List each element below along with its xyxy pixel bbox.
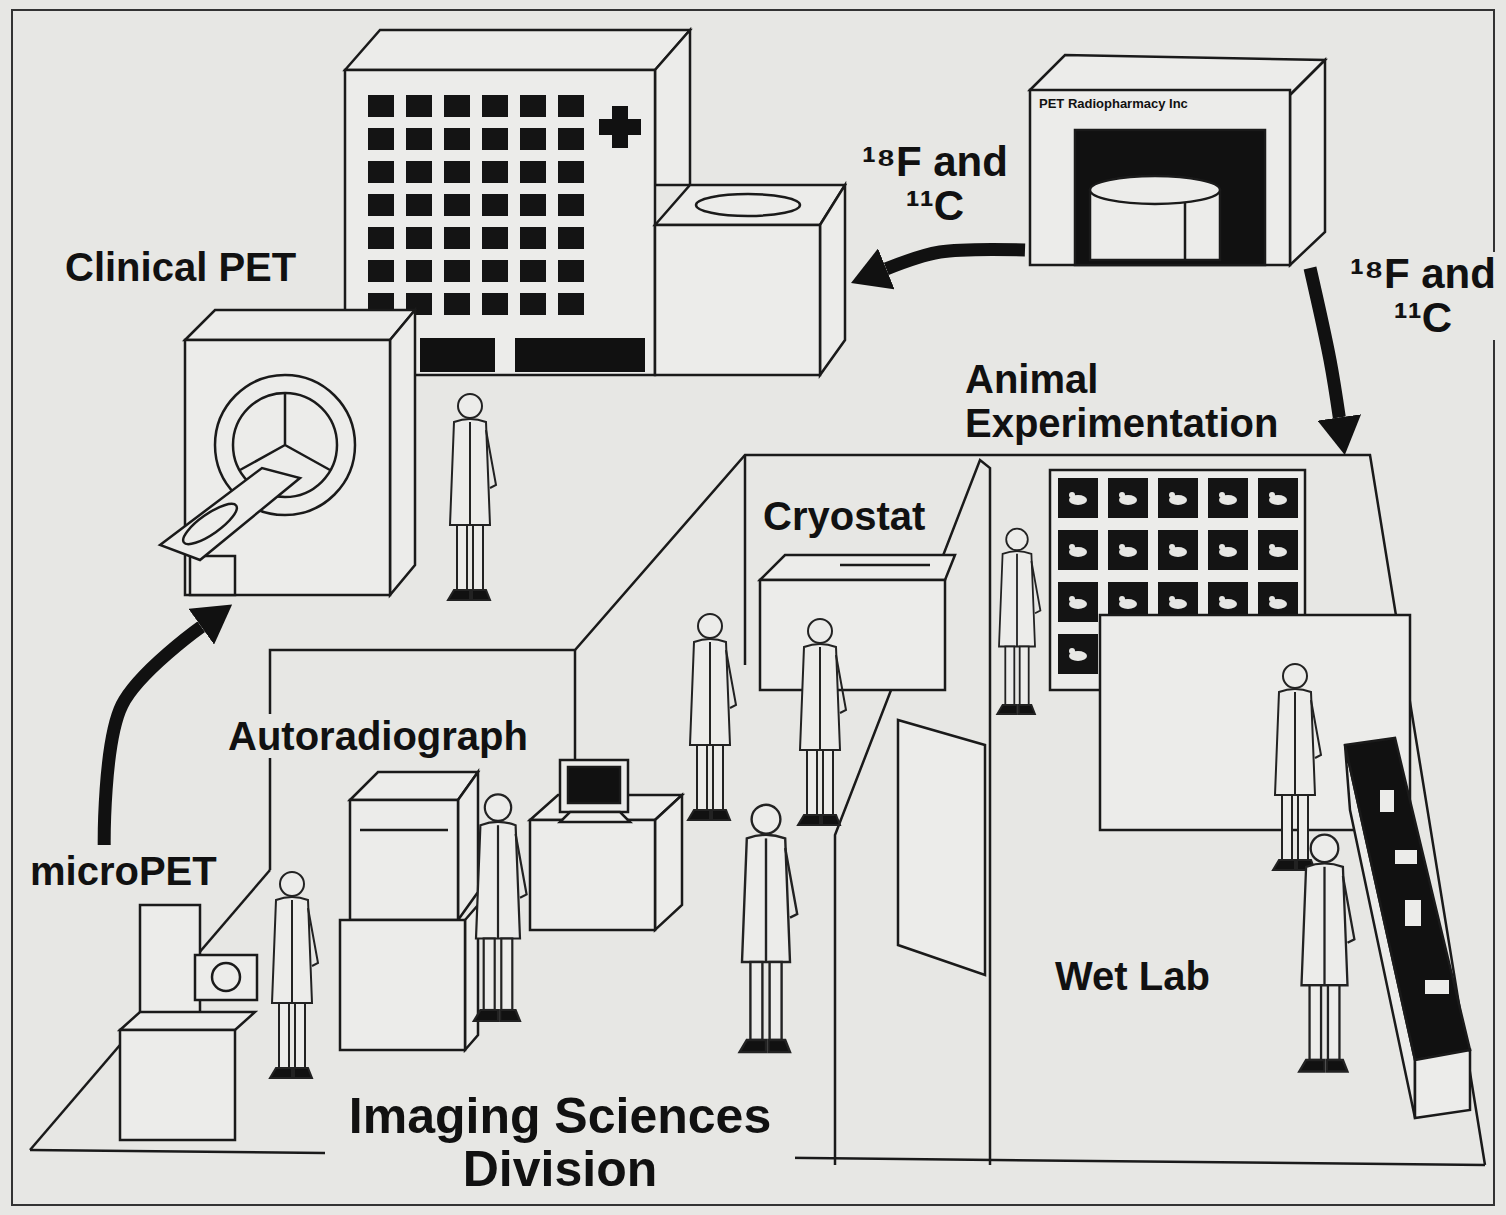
hospital-building: [655, 30, 690, 185]
partition-door: [898, 720, 985, 975]
isotope-label: ¹⁸F and ¹¹C: [1348, 252, 1498, 340]
area-label: Wet Lab: [1055, 954, 1210, 998]
staff-figures: [270, 872, 318, 1078]
radiopharmacy-building: [1030, 90, 1290, 265]
staff-figures: [448, 394, 496, 600]
micropet-machine: [140, 905, 200, 1015]
lab-bench: [1405, 900, 1421, 926]
supply-arrow: [104, 627, 201, 845]
hospital-building: [655, 185, 845, 225]
staff-figures: [474, 794, 527, 1021]
hospital-building: [599, 119, 641, 135]
partition-door: [898, 720, 985, 975]
lab-bench: [1345, 738, 1470, 1060]
radiopharmacy-building: [1090, 176, 1220, 204]
hospital-building: [820, 185, 845, 375]
autoradiograph-machine: [350, 772, 478, 800]
computer-desk: [530, 820, 655, 930]
pet-scanner: [160, 468, 300, 560]
staff-figures: [688, 614, 736, 820]
radiopharmacy-building: [1290, 60, 1325, 265]
floor-walls: [30, 870, 270, 1150]
computer-desk: [560, 812, 630, 822]
micropet-station: microPET: [25, 845, 265, 1145]
micropet-machine: [120, 1030, 235, 1140]
pet-scanner: [185, 310, 415, 340]
autoradiograph-machine: [350, 800, 458, 920]
hospital-building: [515, 338, 645, 372]
radiopharmacy-building: PET Radiopharmacy Inc: [1025, 50, 1325, 268]
pet-scanner: [240, 393, 330, 470]
pet-scanner: [178, 497, 242, 550]
cryostat-machine: [760, 555, 955, 690]
supply-arrow: [1310, 268, 1339, 417]
hospital-building: [345, 30, 845, 375]
staff-figures: [997, 529, 1040, 714]
pet-scanner: [185, 340, 390, 595]
hospital-building: [345, 30, 690, 70]
computer-desk: [530, 760, 682, 930]
radiopharmacy-building: [1184, 203, 1187, 260]
area-label: Clinical PET: [65, 245, 296, 289]
wet-lab-area: Wet Lab: [1045, 950, 1245, 1010]
computer-desk: [655, 795, 682, 930]
lab-bench: [1345, 738, 1470, 1118]
isotope-label: ¹⁸F and ¹¹C: [850, 140, 1020, 228]
area-label: Cryostat: [763, 494, 925, 538]
computer-desk: [568, 767, 620, 803]
radiopharmacy-building: [1075, 130, 1265, 265]
lab-bench: [1415, 1050, 1470, 1118]
area-label: Autoradiograph: [228, 714, 528, 758]
supply-arrow: [886, 249, 1025, 268]
clinical-pet-area: Clinical PET: [60, 30, 850, 600]
pet-scanner: [160, 310, 415, 595]
autoradiograph-machine: [340, 920, 465, 1050]
area-label: microPET: [30, 849, 217, 893]
autoradiograph-machine: [360, 829, 448, 832]
micropet-machine: [212, 963, 240, 991]
floor-walls: [270, 455, 1485, 1165]
micropet-machine: [120, 905, 257, 1140]
staff-figures: [740, 805, 798, 1052]
autoradiograph-station: Autoradiograph: [225, 712, 550, 1057]
autoradiograph-machine: [340, 772, 478, 1050]
hospital-building: [420, 338, 495, 372]
lab-bench: [1380, 790, 1394, 812]
computer-desk: [560, 760, 628, 812]
lab-bench: [1395, 850, 1417, 864]
micropet-machine: [195, 955, 257, 1000]
pet-scanner: [390, 310, 415, 595]
building-sign: PET Radiopharmacy Inc: [1039, 97, 1188, 111]
lab-bench: [1425, 980, 1449, 994]
hospital-building: [362, 92, 590, 322]
animal-room: Animal Experimentation: [960, 455, 1370, 700]
cryostat-machine: [840, 564, 930, 567]
cryostat-machine: [760, 555, 955, 580]
autoradiograph-machine: [458, 772, 478, 920]
cryostat-machine: [760, 580, 945, 690]
staff-figures: [798, 619, 846, 825]
floor-walls: [744, 455, 747, 665]
staff-figures: [1299, 835, 1354, 1072]
frame: [12, 10, 1494, 1205]
hospital-building: [655, 225, 820, 375]
floor-walls: [835, 460, 990, 1165]
cryostat-station: Cryostat: [755, 492, 955, 692]
pet-scanner: [190, 556, 235, 595]
hospital-building: [696, 194, 800, 216]
area-label: Animal Experimentation: [965, 357, 1295, 445]
micropet-machine: [120, 1012, 255, 1030]
radiopharmacy-building: [1030, 55, 1325, 265]
division-title: Imaging Sciences Division: [325, 1090, 795, 1195]
